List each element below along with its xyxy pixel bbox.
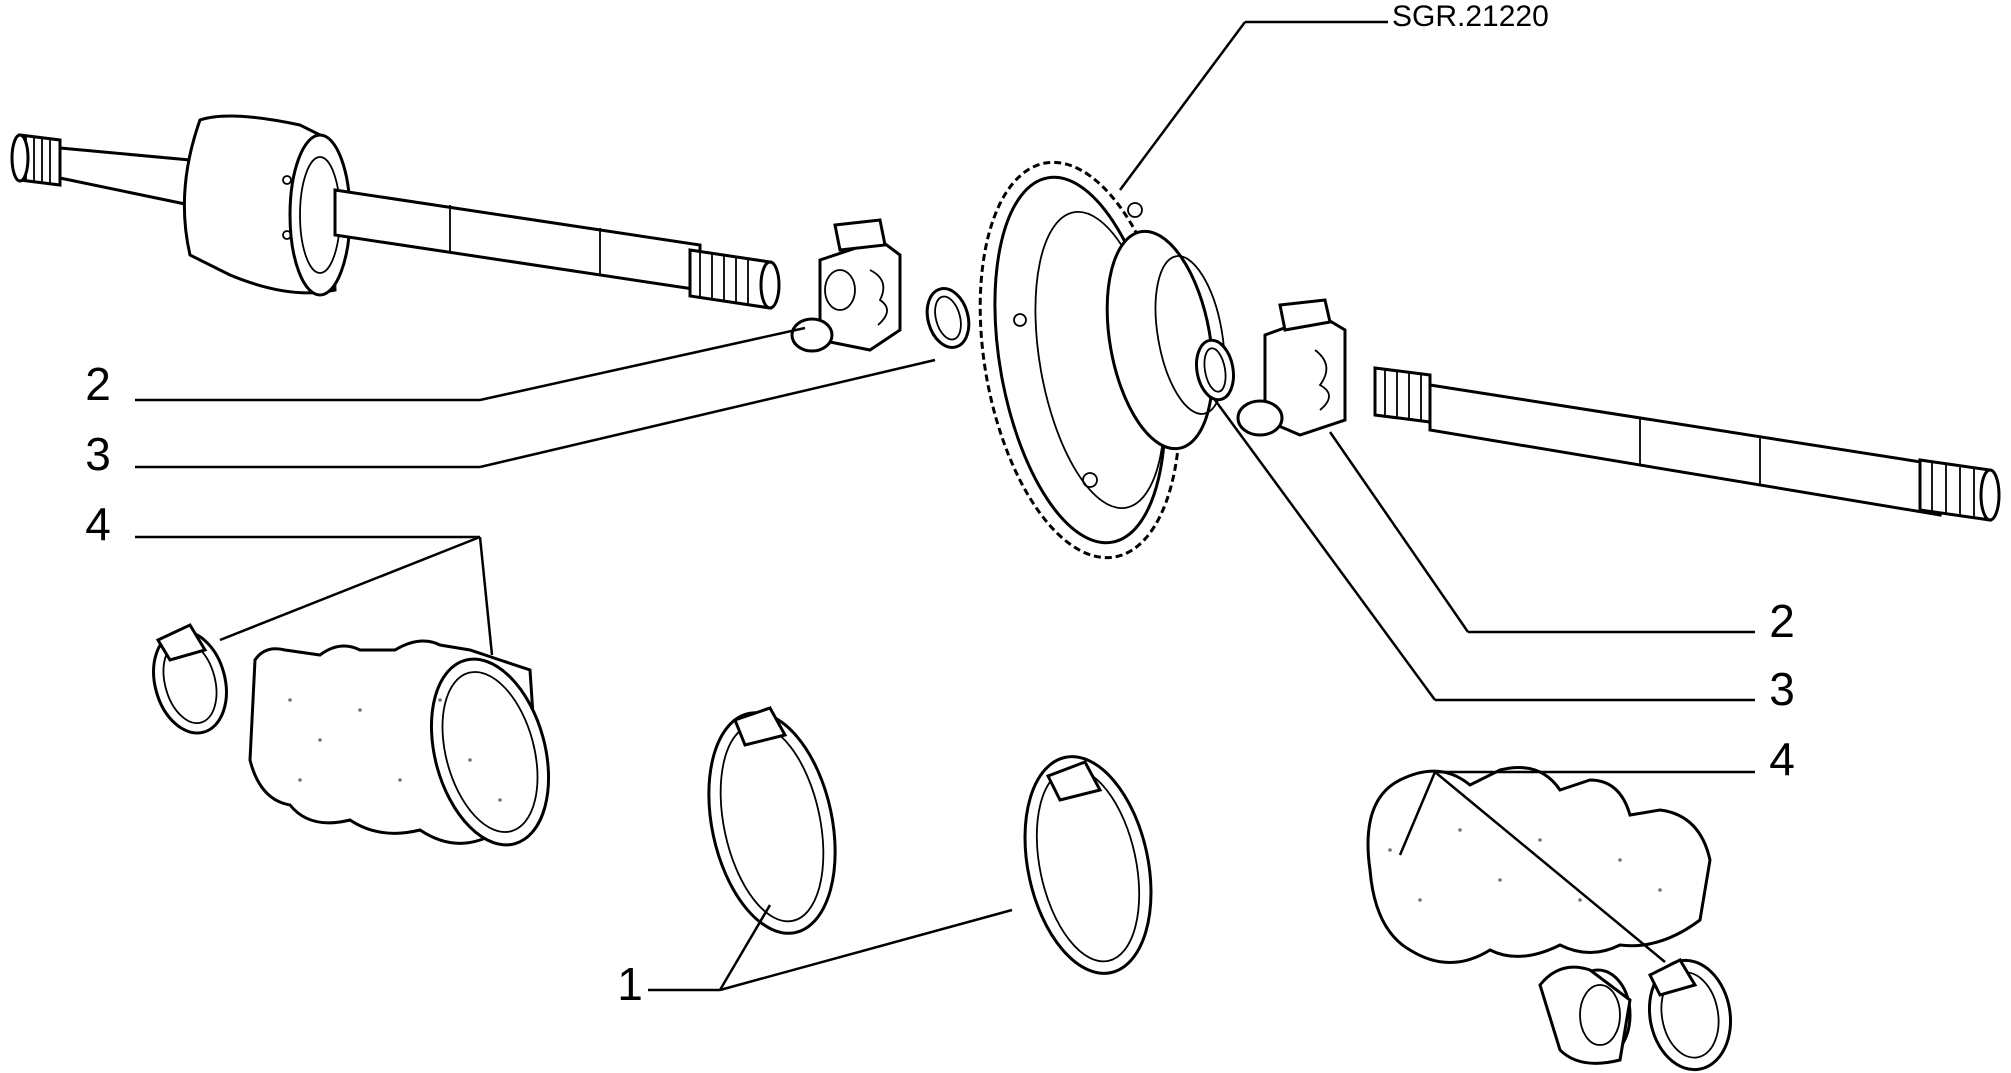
left-drive-shaft xyxy=(10,114,781,310)
left-small-clamp xyxy=(152,623,228,735)
left-boot xyxy=(248,639,551,847)
left-circlip xyxy=(925,287,971,349)
callout-left-3: 3 xyxy=(85,428,111,480)
crown-gear xyxy=(978,160,1226,560)
drawing-code-leader-diag xyxy=(1118,21,1247,191)
leader-lines xyxy=(135,326,1755,992)
right-drive-shaft xyxy=(1373,366,2001,522)
callout-right-2: 2 xyxy=(1769,595,1795,647)
right-tripod-joint xyxy=(1236,298,1347,437)
right-circlip xyxy=(1195,338,1235,402)
right-small-clamp xyxy=(1647,958,1733,1072)
callout-left-2: 2 xyxy=(85,358,111,410)
callout-right-3: 3 xyxy=(1769,663,1795,715)
callout-right-4: 4 xyxy=(1769,733,1795,785)
right-boot xyxy=(1366,766,1712,1065)
callout-bottom-1: 1 xyxy=(617,958,643,1010)
clamp-left-large xyxy=(707,706,837,935)
left-tripod-joint xyxy=(790,218,902,353)
drawing-code: SGR.21220 xyxy=(1392,0,1549,33)
callout-left-4: 4 xyxy=(85,498,111,550)
clamp-right-large xyxy=(1023,755,1153,975)
